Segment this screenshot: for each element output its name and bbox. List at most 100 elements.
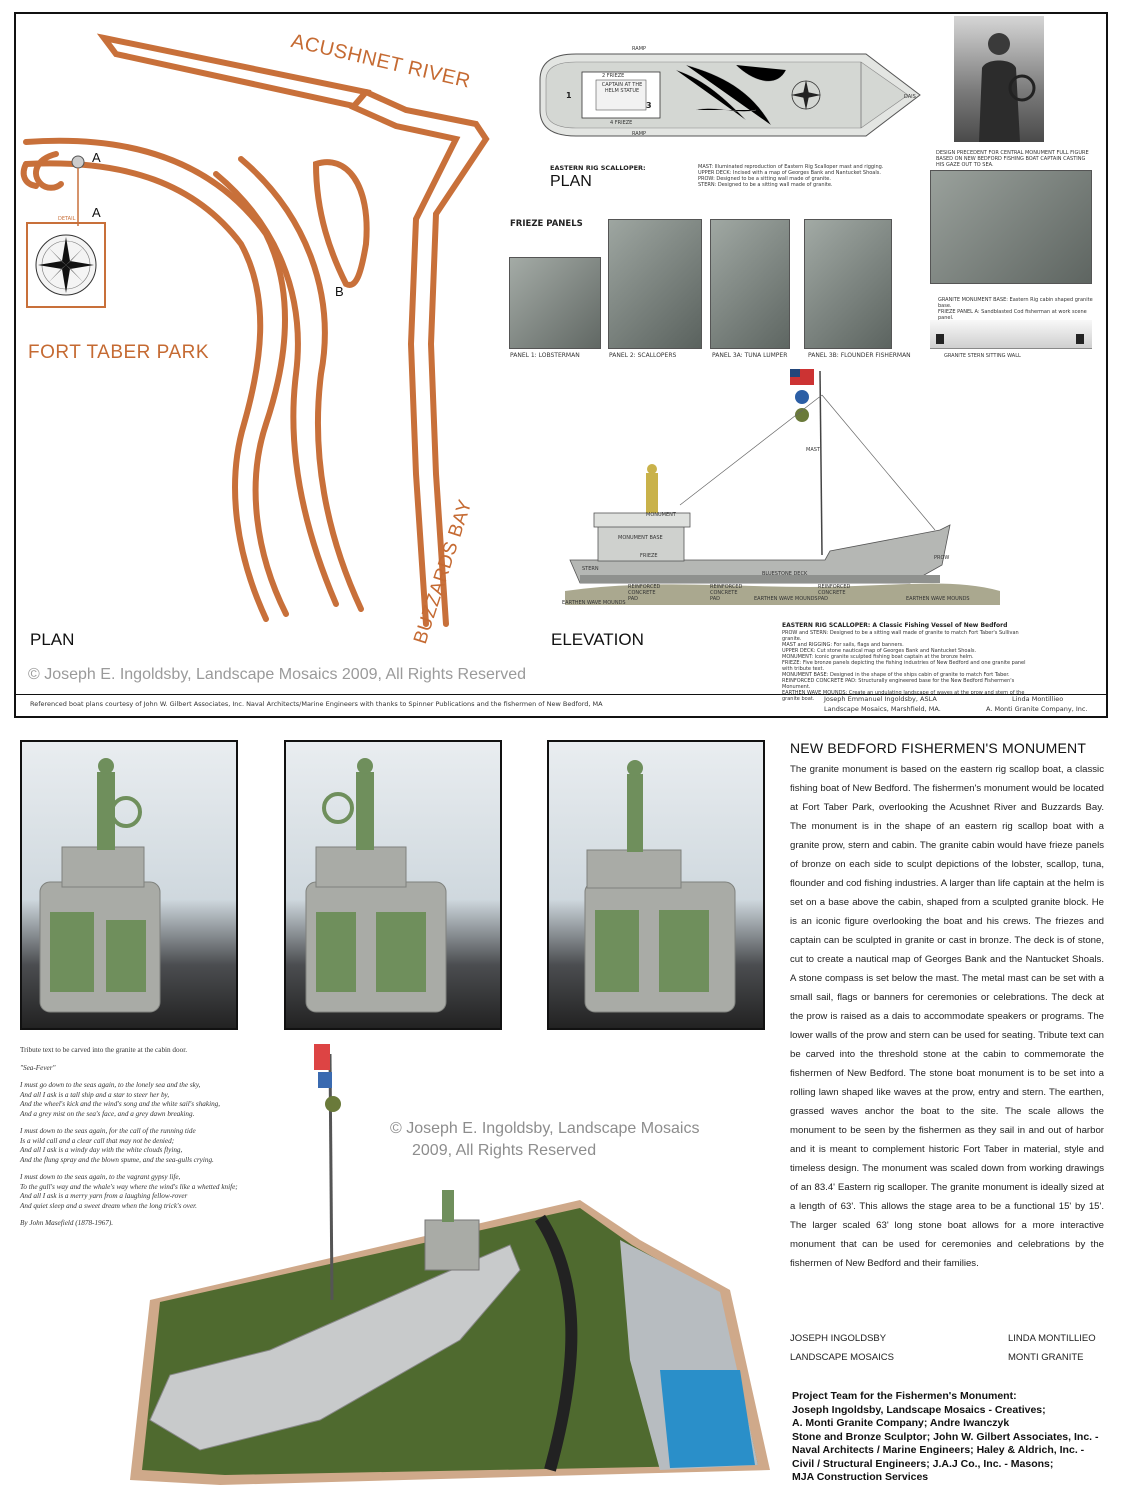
model-photo-1 <box>20 740 238 1030</box>
frieze-4-label: 4 FRIEZE <box>610 120 633 126</box>
walk-path-middle2 <box>238 156 364 612</box>
poem-author: By John Masefield (1878-1967). <box>20 1219 114 1227</box>
credit-org-1: Landscape Mosaics, Marshfield, MA. <box>824 705 941 713</box>
model-state-flag <box>318 1072 332 1088</box>
marker-a2: A <box>92 205 101 220</box>
elev-pad-2: REINFORCED CONCRETE PAD <box>710 584 743 602</box>
poem-intro: Tribute text to be carved into the grani… <box>20 1046 187 1054</box>
model-mast <box>328 1053 334 1301</box>
poem-stanza-2: I must down to the seas again, for the c… <box>20 1127 360 1165</box>
earthen-mounds <box>565 583 1000 605</box>
team-line: A. Monti Granite Company; Andre Iwanczyk <box>792 1417 1010 1429</box>
team-line: Naval Architects / Marine Engineers; Hal… <box>792 1444 1085 1456</box>
frieze-2-label: 2 FRIEZE <box>602 73 625 79</box>
base-notes: GRANITE MONUMENT BASE: Eastern Rig cabin… <box>938 297 1094 321</box>
boat-plan-notes: MAST: Illuminated reproduction of Easter… <box>698 164 918 188</box>
credit-line: Referenced boat plans courtesy of John W… <box>30 700 603 708</box>
sig-right-1: LINDA MONTILLIEO <box>1008 1333 1096 1344</box>
elev-monument: MONUMENT <box>646 512 676 518</box>
sig-left-2: LANDSCAPE MOSAICS <box>790 1352 894 1363</box>
state-flag <box>795 390 809 404</box>
bay-path-outer <box>363 89 490 627</box>
monument-base <box>593 512 691 528</box>
monument-site-dot <box>71 155 85 169</box>
legend-line: EARTHEN WAVE MOUNDS: Create an undulatin… <box>782 690 1025 702</box>
model-photo-2 <box>284 740 502 1030</box>
elev-mounds-2: EARTHEN WAVE MOUNDS <box>754 596 818 602</box>
model-city-seal <box>325 1096 341 1112</box>
team-line: MJA Construction Services <box>792 1471 929 1483</box>
dais-label: DAIS <box>904 94 916 100</box>
city-seal <box>795 408 809 422</box>
boat-note: STERN: Designed to be a sitting wall mad… <box>698 182 833 188</box>
legend-line: UPPER DECK: Cut stone nautical map of Ge… <box>782 648 977 654</box>
credit-org-2: A. Monti Granite Company, Inc. <box>986 705 1088 713</box>
compass-rose-icon <box>35 234 97 296</box>
elev-pad-1: REINFORCED CONCRETE PAD <box>628 584 661 602</box>
model-render-1 <box>39 758 161 1013</box>
boat-note: UPPER DECK: Incised with a map of George… <box>698 170 881 176</box>
walk-path-middle <box>213 171 339 607</box>
inlet-curve <box>33 151 64 191</box>
model-copyright-1: © Joseph E. Ingoldsby, Landscape Mosaics <box>390 1120 700 1137</box>
model-walkway <box>534 1214 578 1472</box>
tribute-poem: Tribute text to be carved into the grani… <box>20 1046 360 1229</box>
elev-bluestone: BLUESTONE DECK <box>762 571 808 577</box>
model-copyright-2: 2009, All Rights Reserved <box>412 1142 597 1159</box>
poem-line: And all I ask is a windy day with the wh… <box>20 1146 183 1154</box>
footer-divider <box>14 694 1108 695</box>
cabin <box>597 524 685 562</box>
elev-frieze: FRIEZE <box>640 553 658 559</box>
panel-caption-3b: PANEL 3B: FLOUNDER FISHERMAN <box>808 352 911 359</box>
poem-line: And quiet sleep and a sweet dream when t… <box>20 1201 197 1210</box>
site-plan-map <box>20 33 490 627</box>
drawing-sheet <box>14 12 1108 718</box>
legend-line: MAST and RIGGING: For sails, flags and b… <box>782 642 904 648</box>
poem-line: And a grey mist on the sea's face, and a… <box>20 1109 195 1118</box>
base-note: GRANITE MONUMENT BASE: Eastern Rig cabin… <box>938 297 1093 309</box>
frieze-panel-cod <box>930 170 1092 284</box>
poem-line: Is a wild call and a clear call that may… <box>20 1136 175 1145</box>
sig-right-2: MONTI GRANITE <box>1008 1352 1084 1363</box>
model-statue <box>442 1190 454 1222</box>
poem-line: And all I ask is a merry yarn from a lau… <box>20 1192 188 1200</box>
poem-stanza-1: I must go down to the seas again, to the… <box>20 1081 360 1119</box>
sig-left-1: JOSEPH INGOLDSBY <box>790 1333 887 1344</box>
boat-plan-title: EASTERN RIG SCALLOPER: <box>550 164 646 172</box>
team-line: Stone and Bronze Sculptor; John W. Gilbe… <box>792 1430 1099 1443</box>
mast-line <box>819 370 823 556</box>
article-title: NEW BEDFORD FISHERMEN'S MONUMENT <box>790 740 1087 756</box>
site-model-photo <box>130 1044 770 1485</box>
boat-plan-word: PLAN <box>550 173 592 190</box>
captain-figure-icon <box>979 33 1036 142</box>
model-render-3 <box>584 760 736 1013</box>
frieze-panel-3a <box>710 219 790 349</box>
shore-path-outer <box>23 137 289 617</box>
wall-post <box>936 334 944 344</box>
base-note: FRIEZE PANEL A: Sandblasted Cod fisherma… <box>938 309 1087 321</box>
poem-title: "Sea-Fever" <box>20 1063 56 1072</box>
scalloper-legend: EASTERN RIG SCALLOPER: A Classic Fishing… <box>782 622 1032 702</box>
boat-plan-drawing <box>539 53 921 137</box>
team-line: Joseph Ingoldsby, Landscape Mosaics - Cr… <box>792 1403 1046 1416</box>
boat-note: MAST: Illuminated reproduction of Easter… <box>698 164 884 170</box>
poem-line: And the flung spray and the blown spume,… <box>20 1155 214 1164</box>
site-plan-label: PLAN <box>30 630 75 649</box>
legend-line: REINFORCED CONCRETE PAD: Structurally en… <box>782 678 1015 690</box>
credit-name-1: Joseph Emmanuel Ingoldsby, ASLA <box>824 695 937 703</box>
wall-post <box>1076 334 1084 344</box>
legend-title: EASTERN RIG SCALLOPER: A Classic Fishing… <box>782 622 1008 629</box>
frieze-panel-3b <box>804 219 892 349</box>
ramp-top: RAMP <box>632 46 647 52</box>
elev-pad-3: REINFORCED CONCRETE PAD <box>818 584 851 602</box>
frieze-panel-1 <box>509 257 601 349</box>
elev-mounds-1: EARTHEN WAVE MOUNDS <box>562 600 626 606</box>
panel-caption-2: PANEL 2: SCALLOPERS <box>609 352 677 359</box>
boat-note: PROW: Designed to be a sitting wall made… <box>698 176 831 182</box>
inlet-curve-small <box>20 161 39 189</box>
precedent-caption: DESIGN PRECEDENT FOR CENTRAL MONUMENT FU… <box>936 150 1089 168</box>
legend-line: MONUMENT BASE: Designed in the shape of … <box>782 672 1010 678</box>
marker-a1: A <box>92 150 101 165</box>
poem-line: I must down to the seas again, for the c… <box>20 1127 196 1135</box>
elev-prow: PROW <box>934 555 950 561</box>
